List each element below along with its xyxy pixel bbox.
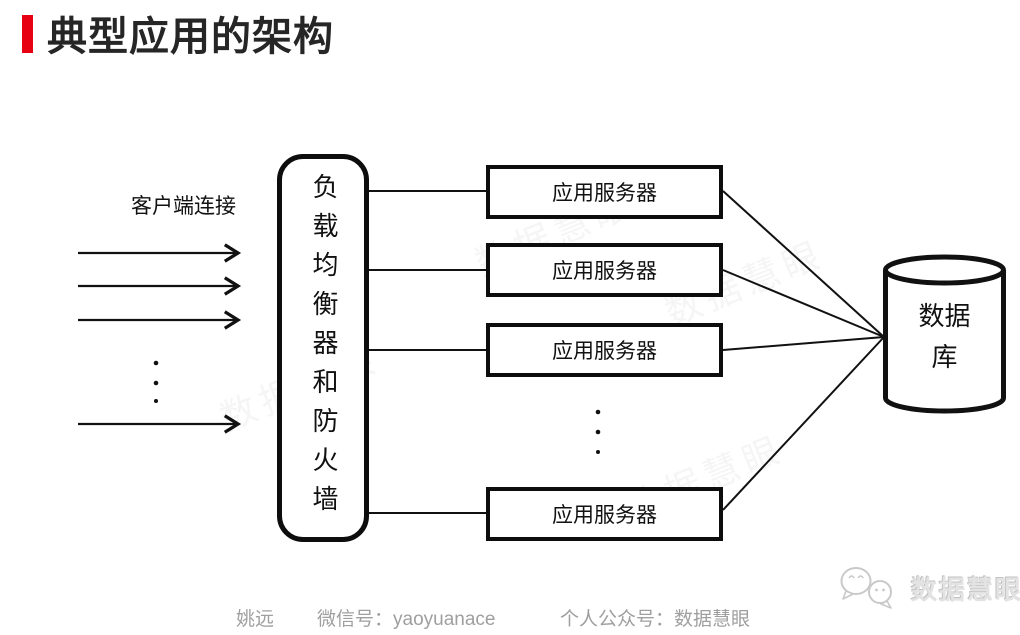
load-balancer-firewall-node: 负载均衡器和防火墙 [277,154,369,542]
app-server-label: 应用服务器 [552,259,657,283]
app-server-node-1: 应用服务器 [486,165,723,219]
brand-logo: 数据慧眼 [833,564,1020,612]
app-server-label: 应用服务器 [552,181,657,205]
app-server-node-2: 应用服务器 [486,243,723,297]
footer-public-account: 个人公众号：数据慧眼 [560,609,751,630]
brand-logo-text: 数据慧眼 [911,574,1020,605]
page-title: 典型应用的架构 [47,15,334,59]
footer-author: 姚远 [236,609,275,630]
database-cylinder [883,254,1006,414]
app-server-label: 应用服务器 [552,503,657,527]
app-server-node-3: 应用服务器 [486,323,723,377]
lb-to-server-connectors [364,190,488,514]
database-label: 数据 库 [918,302,971,372]
title-accent-bar [22,15,33,53]
load-balancer-firewall-label: 负载均衡器和防火墙 [309,172,338,524]
clients-ellipsis-dots [153,360,159,403]
server-to-db-connectors [722,190,885,511]
wechat-chat-bubbles-icon [840,567,892,609]
footer-wechat-id: 微信号：yaoyuanace [317,609,496,630]
app-server-node-4: 应用服务器 [486,487,723,541]
app-server-label: 应用服务器 [552,339,657,363]
client-connection-arrows [78,243,242,434]
servers-ellipsis-dots [595,409,601,454]
client-connections-label: 客户端连接 [131,194,236,218]
